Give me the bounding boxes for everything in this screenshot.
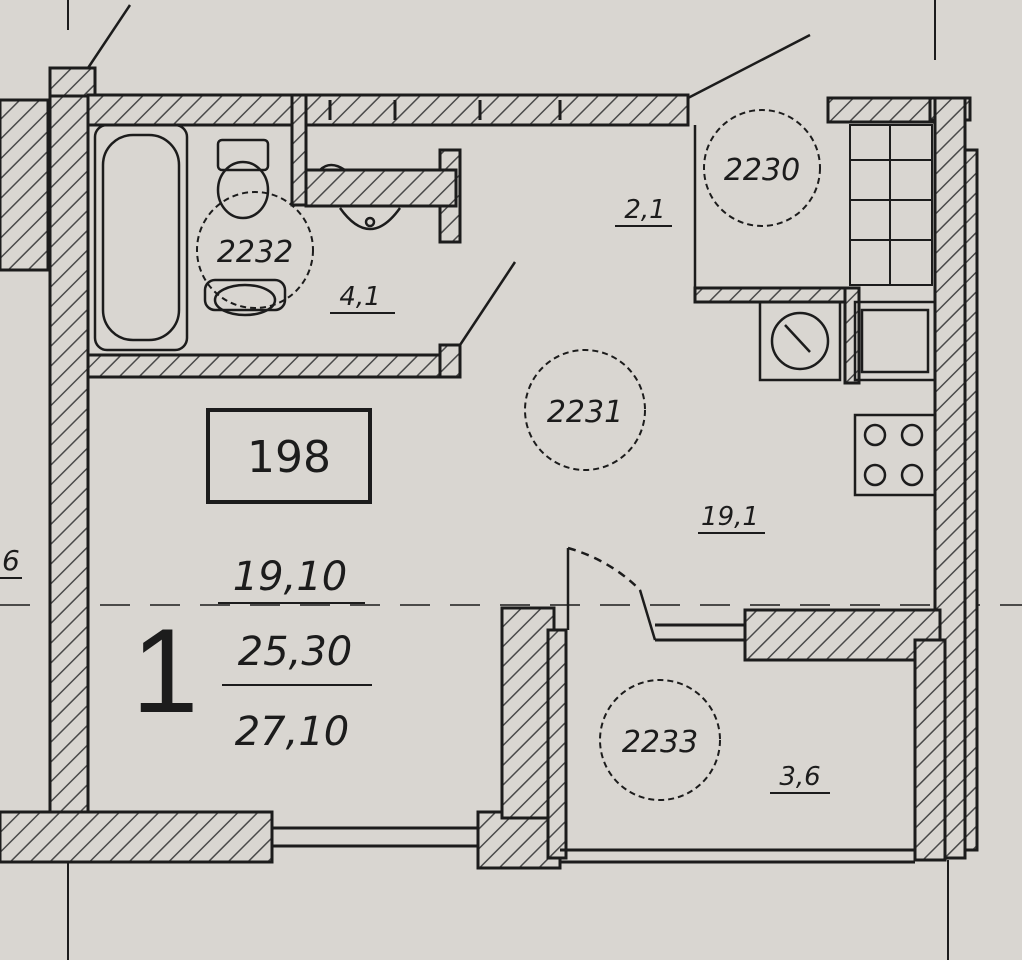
- sink-icon: [319, 163, 402, 231]
- apartment-number: 198: [247, 432, 331, 483]
- room-area-2231: 19,1: [701, 502, 759, 532]
- washing-machine-icon: [758, 300, 842, 382]
- toilet-icon: [203, 138, 287, 317]
- stove-icon: [853, 413, 937, 497]
- room-area-2230: 2,1: [624, 195, 665, 225]
- room-count: 1: [132, 604, 199, 738]
- living-area: 19,10: [233, 554, 348, 600]
- room-id-2232: 2232: [217, 235, 293, 270]
- area-underlines: [330, 225, 830, 794]
- total-area: 25,30: [238, 629, 353, 675]
- doors: [86, 4, 811, 641]
- windows: [272, 100, 915, 864]
- bathtub-icon: [93, 123, 189, 352]
- closet-shelves-icon: [849, 124, 933, 286]
- room-marker-2230: 2230: [703, 109, 821, 227]
- room-id-2230: 2230: [724, 153, 800, 188]
- room-area-2232: 4,1: [339, 282, 380, 312]
- kitchen-sink-icon: [853, 300, 937, 382]
- room-id-2231: 2231: [547, 395, 623, 430]
- room-id-2233: 2233: [622, 725, 698, 760]
- room-marker-2232: 2232: [196, 191, 314, 309]
- walls: [0, 66, 979, 870]
- edge-label-left: 6: [2, 544, 20, 577]
- total-area-with-balcony: 27,10: [235, 709, 350, 755]
- room-area-2233: 3,6: [779, 762, 820, 792]
- apartment-number-box: 198: [206, 408, 372, 504]
- room-marker-2233: 2233: [599, 679, 721, 801]
- area-summary: 19,10 25,30 27,10: [218, 554, 372, 755]
- room-marker-2231: 2231: [524, 349, 646, 471]
